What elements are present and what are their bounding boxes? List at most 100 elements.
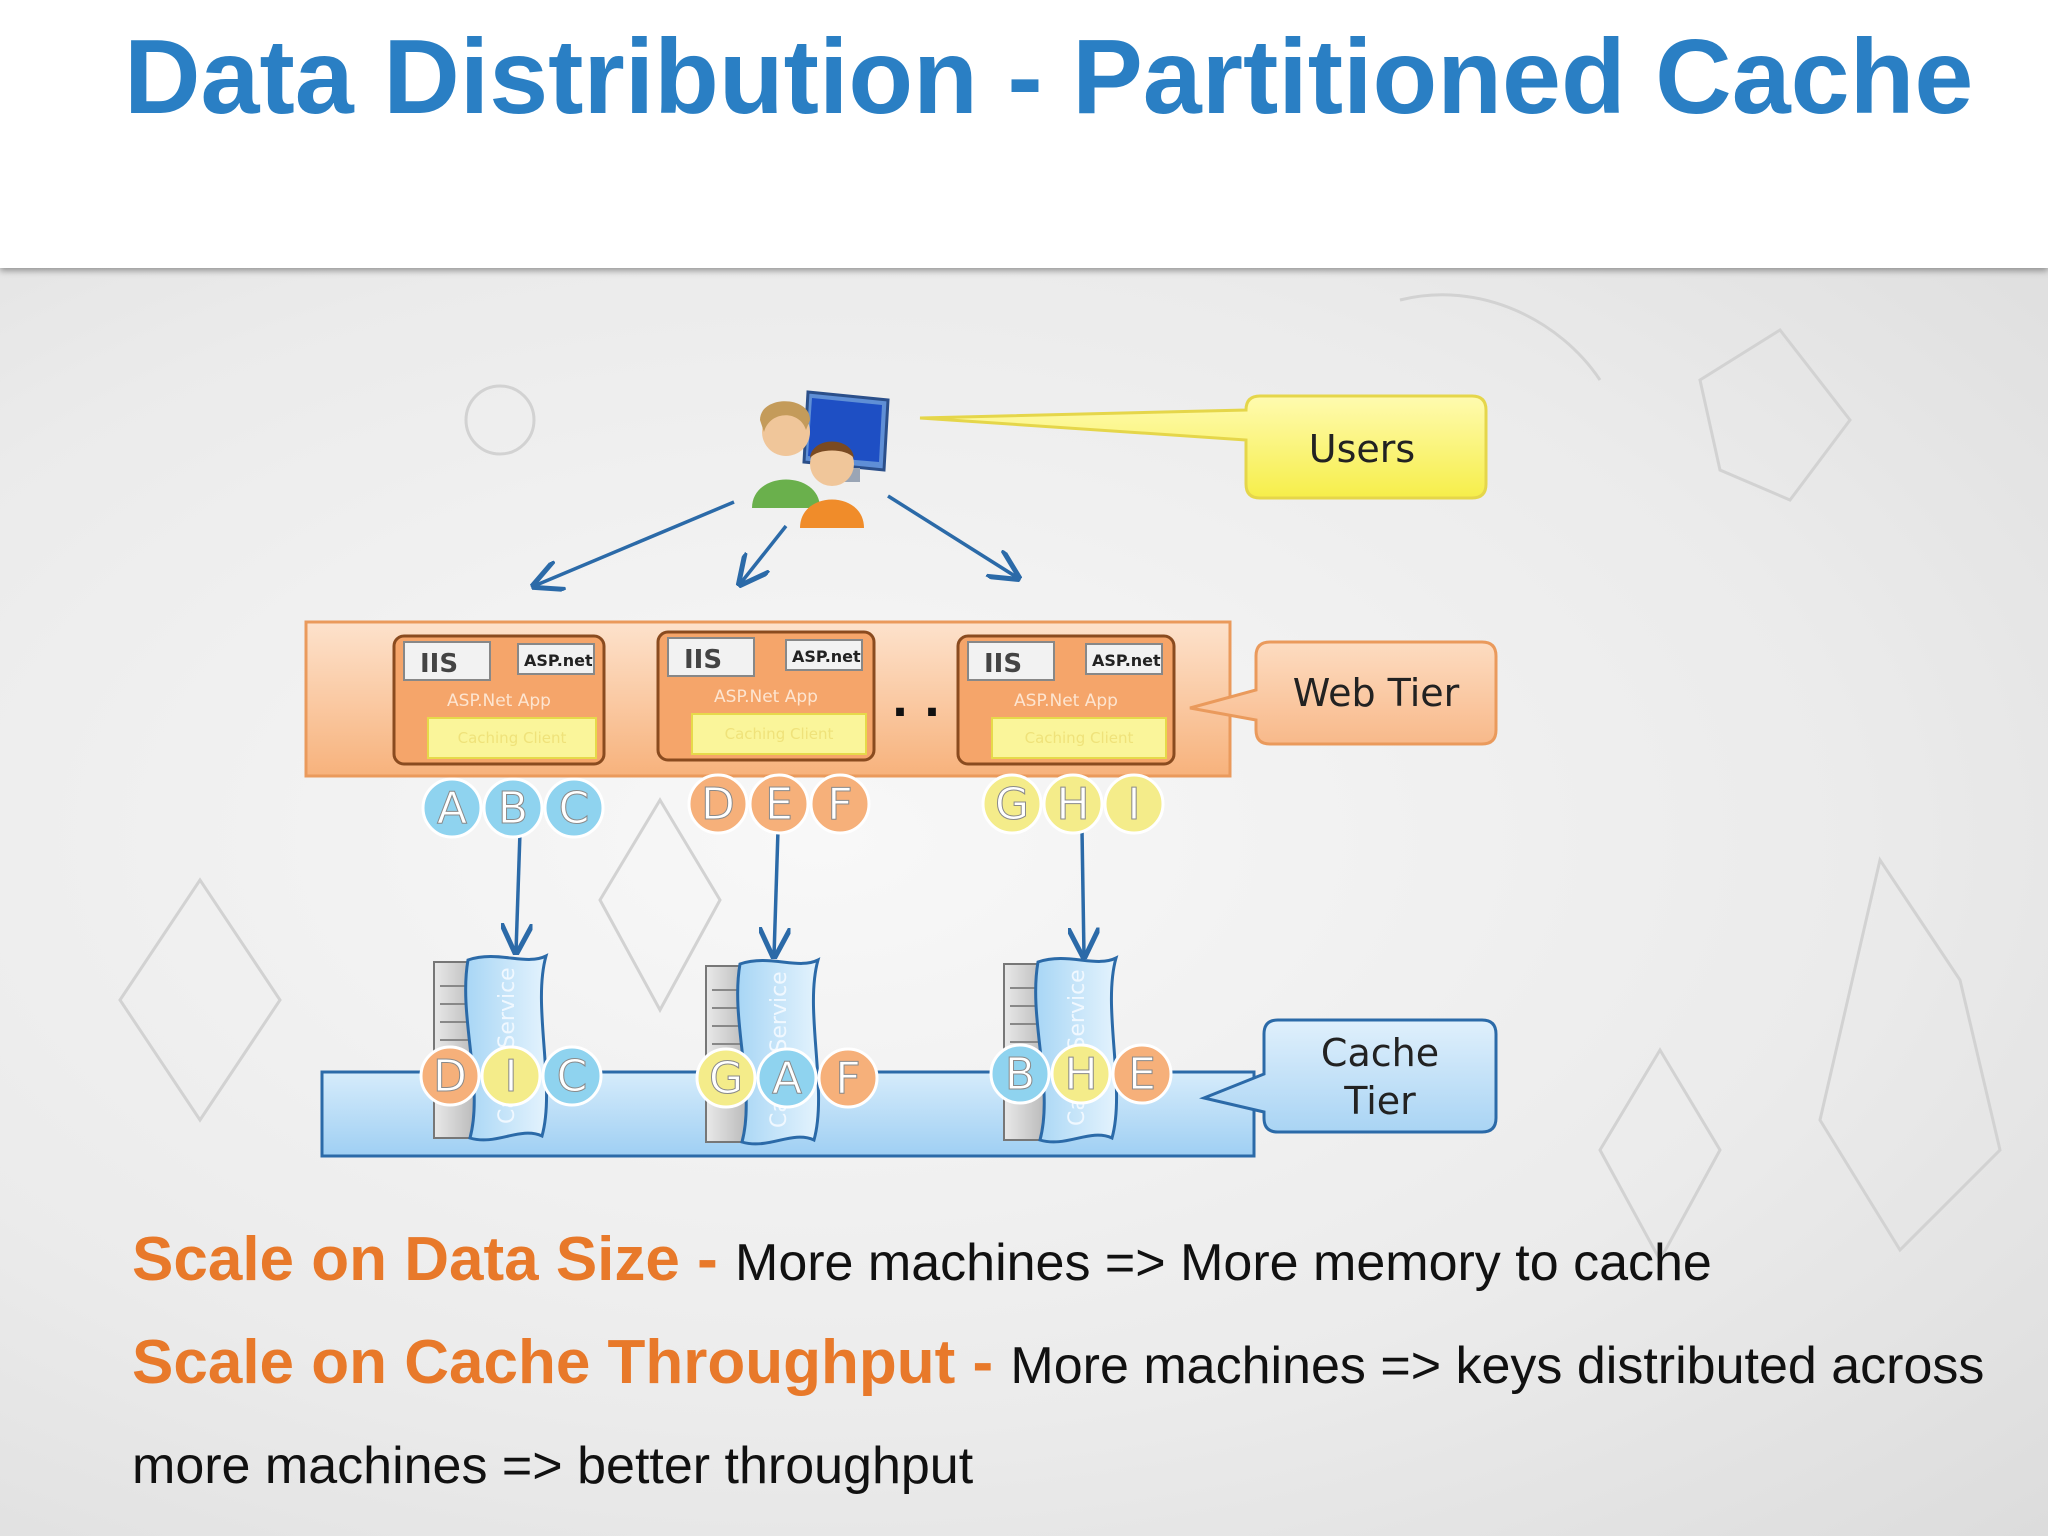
cache-host-3-key-h: H [1050,1043,1112,1105]
aspnet-app-label: ASP.Net App [447,691,551,711]
bullet-separator: - [955,1328,1011,1397]
diagram-background [0,268,2048,1536]
cache-tier-label-line1: Cache [1321,1031,1439,1075]
user-to-web-arrows [534,494,1018,586]
bullet-scale-data-size: Scale on Data Size - More machines => Mo… [132,1210,2012,1313]
svg-text:Caching Client: Caching Client [725,725,834,743]
bullet-body: More machines => keys distributed across… [132,1337,1985,1495]
svg-text:ASP.net: ASP.net [1092,651,1161,670]
key-letter: F [827,779,852,830]
bullet-head: Scale on Cache Throughput [132,1328,956,1397]
web-client-1-key-c: C [543,777,605,839]
cache-tier-label-line2: Tier [1343,1079,1416,1123]
aspnet-app-label: ASP.Net App [714,687,818,707]
web-client-1-key-b: B [482,777,544,839]
background-sketch [118,293,2002,1264]
cache-tier-callout: Cache Tier [1199,1018,1498,1134]
web-to-cache-arrows [516,829,1084,956]
key-bubble [1103,773,1165,835]
key-letter: B [498,783,528,834]
key-letter: I [1128,779,1141,830]
web-server-3: IIS ASP.net ASP.Net App Caching Client [956,634,1176,766]
aspnet-badge [785,639,863,671]
web-server-2: IIS ASP.net ASP.Net App Caching Client [656,630,876,762]
cache-host-1-key-d: D [419,1045,481,1107]
caching-client [691,713,867,755]
users-callout: Users [919,394,1488,500]
key-letter: I [505,1051,518,1102]
iis-badge [667,637,755,677]
web-server-1: IIS ASP.net ASP.Net App Caching Client [392,634,606,766]
cache-host-2-key-f: F [817,1047,879,1109]
key-bubble [541,1045,603,1107]
web-tier-callout: Web Tier [1189,640,1498,746]
key-bubble [419,1045,481,1107]
cache-host-1-key-c: C [541,1045,603,1107]
arrow-web-cache-1 [516,831,520,952]
key-letter: H [1064,1049,1097,1100]
key-letter: E [1128,1049,1156,1100]
svg-text:ASP.net: ASP.net [792,647,861,666]
caching-client [427,717,597,759]
caching-client [991,717,1167,759]
arrow-user-web-2 [740,524,788,584]
key-letter: B [1005,1049,1035,1100]
web-client-3-key-i: I [1103,773,1165,835]
aspnet-badge [517,643,595,675]
key-bubble [1111,1043,1173,1105]
aspnet-badge [1085,643,1163,675]
key-letter: G [709,1053,743,1104]
arrow-web-cache-2 [774,829,778,956]
cache-host-1-key-i: I [480,1045,542,1107]
svg-text:Caching Client: Caching Client [458,729,567,747]
key-letter: D [701,779,735,830]
cache-host-3-key-e: E [1111,1043,1173,1105]
key-bubble [748,773,810,835]
bullet-body: More machines => More memory to cache [735,1234,1712,1292]
key-bubble [1042,773,1104,835]
iis-badge [403,641,491,681]
key-letter: A [772,1053,802,1104]
key-letter: G [995,779,1029,830]
web-client-1-key-a: A [421,777,483,839]
cache-host-2-key-a: A [756,1047,818,1109]
arrow-user-web-1 [534,500,735,586]
arrow-user-web-3 [887,494,1018,578]
key-bubble [421,777,483,839]
key-letter: H [1056,779,1089,830]
key-letter: A [437,783,467,834]
svg-text:Caching Client: Caching Client [1025,729,1134,747]
key-letter: D [433,1051,467,1102]
key-bubble [981,773,1043,835]
key-letter: F [835,1053,860,1104]
key-bubble [989,1043,1051,1105]
key-bubble [695,1047,757,1109]
web-client-2-key-e: E [748,773,810,835]
key-bubble [756,1047,818,1109]
users-label: Users [1309,427,1415,471]
key-letter: E [765,779,793,830]
aspnet-app-label: ASP.Net App [1014,691,1118,711]
key-letter: C [557,1051,588,1102]
bullet-head: Scale on Data Size [132,1225,680,1294]
key-bubble [480,1045,542,1107]
key-bubble [687,773,749,835]
cache-host-3-key-b: B [989,1043,1051,1105]
web-client-2-key-d: D [687,773,749,835]
iis-badge [967,641,1055,681]
cache-host-2-key-g: G [695,1047,757,1109]
svg-text:IIS: IIS [684,645,722,675]
bullet-scale-throughput: Scale on Cache Throughput - More machine… [132,1313,2012,1516]
web-client-3-key-g: G [981,773,1043,835]
svg-text:ASP.net: ASP.net [524,651,593,670]
key-bubble [482,777,544,839]
key-bubble [1050,1043,1112,1105]
svg-text:IIS: IIS [984,649,1022,679]
web-tier-label: Web Tier [1293,671,1460,715]
bullet-list: Scale on Data Size - More machines => Mo… [132,1210,2012,1516]
slide-title: Data Distribution - Partitioned Cache [124,18,1974,136]
svg-text:IIS: IIS [420,649,458,679]
users-icon [752,390,890,528]
